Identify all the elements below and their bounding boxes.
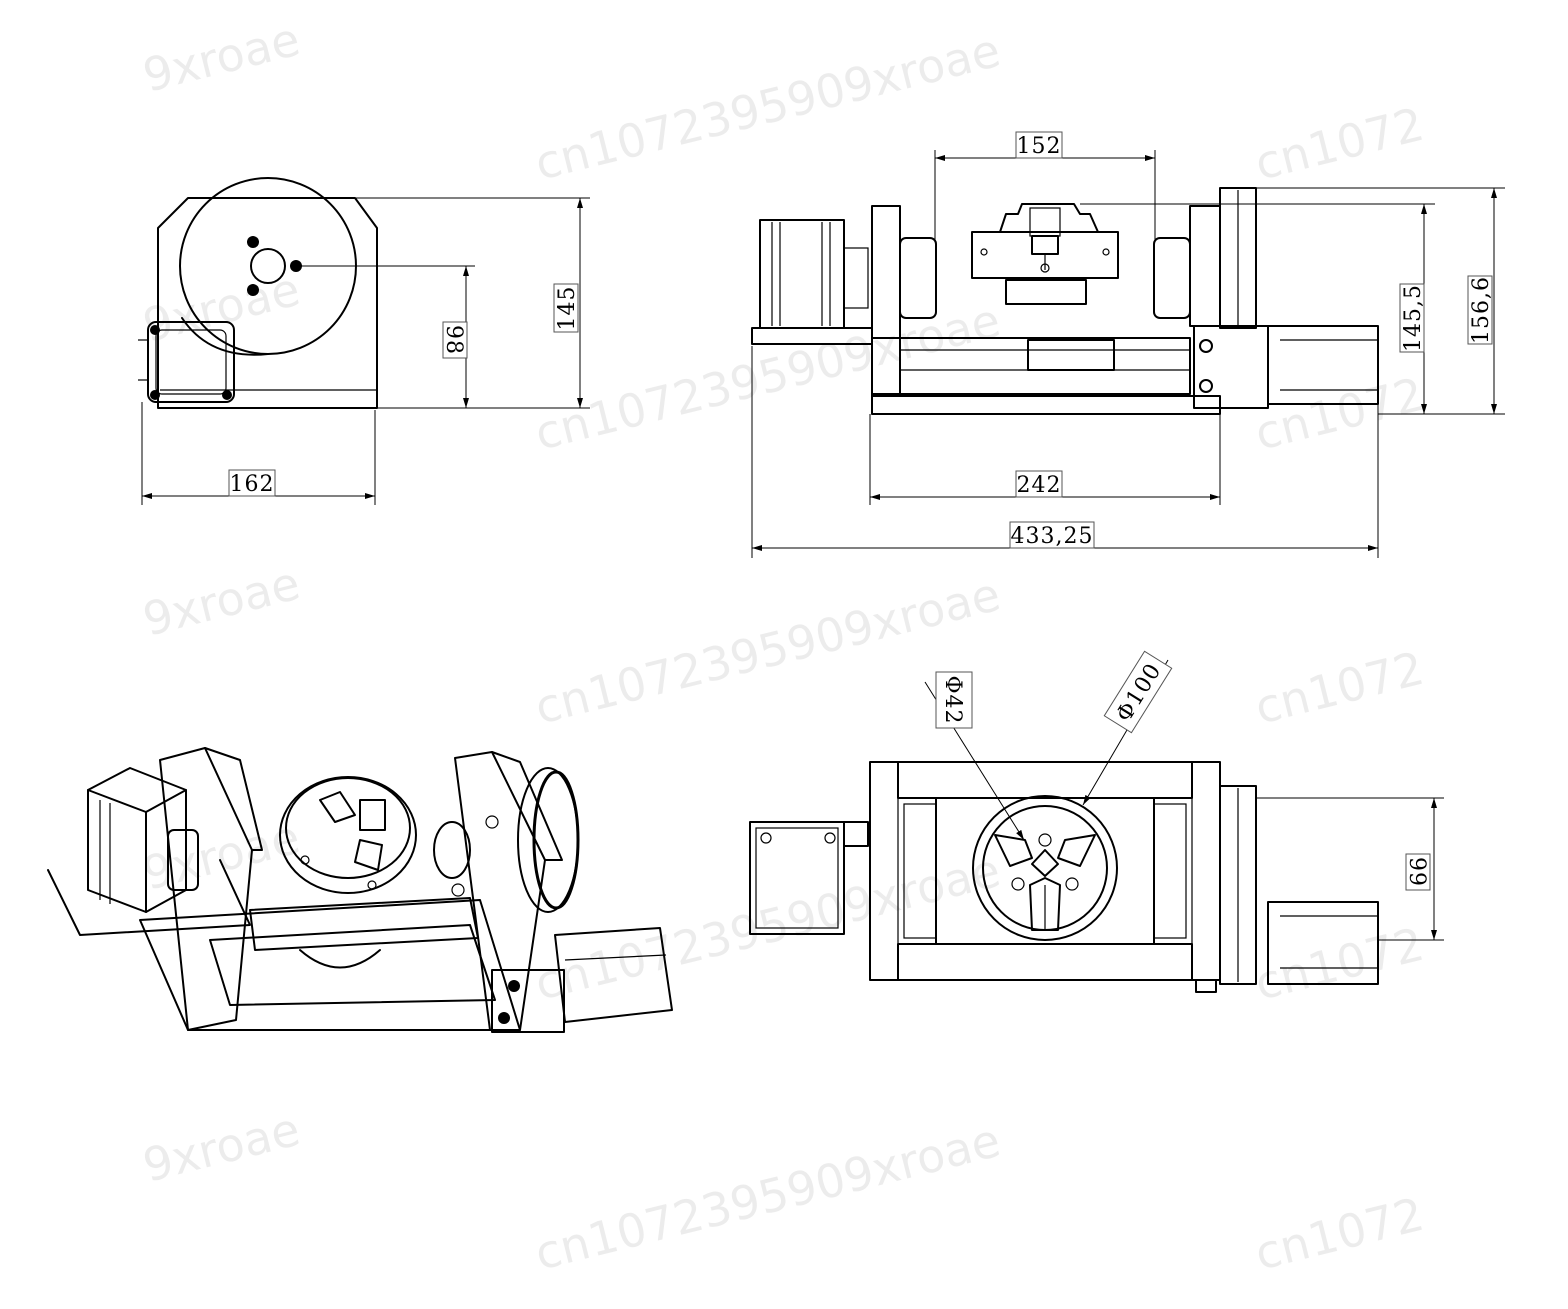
- svg-text:Φ42: Φ42: [940, 675, 965, 724]
- svg-text:cn1072: cn1072: [1250, 1187, 1429, 1281]
- svg-text:cn1072: cn1072: [1250, 367, 1429, 461]
- dim-label-152: 152: [1015, 131, 1063, 159]
- svg-text:cn1072395909xroae: cn1072395909xroae: [530, 567, 1006, 735]
- dim-label-162: 162: [228, 469, 276, 497]
- side-view: [138, 177, 378, 409]
- dim-label-145-5: 145,5: [1399, 283, 1426, 353]
- svg-text:cn1072: cn1072: [1250, 97, 1429, 191]
- svg-text:cn1072395909xroae: cn1072395909xroae: [530, 1113, 1006, 1281]
- svg-text:cn1072: cn1072: [1250, 917, 1429, 1011]
- svg-text:99: 99: [1404, 857, 1429, 887]
- svg-text:433,25: 433,25: [1011, 524, 1094, 549]
- dim-label-145: 145: [553, 283, 580, 333]
- svg-text:242: 242: [1017, 473, 1062, 498]
- svg-text:145: 145: [555, 286, 580, 331]
- side-view-dimensions: [141, 197, 590, 505]
- dim-label-99: 99: [1404, 853, 1431, 891]
- svg-text:cn1072395909xroae: cn1072395909xroae: [530, 23, 1006, 191]
- svg-text:cn1072: cn1072: [1250, 641, 1429, 735]
- dim-label-433-25: 433,25: [1009, 521, 1095, 549]
- svg-text:156,6: 156,6: [1469, 276, 1494, 344]
- dim-label-98: 98: [441, 321, 468, 359]
- svg-text:9xroae: 9xroae: [138, 810, 305, 901]
- svg-text:9xroae: 9xroae: [138, 262, 305, 353]
- dim-label-dia-42: Φ42: [935, 671, 973, 729]
- svg-text:162: 162: [230, 472, 275, 497]
- dim-label-156-6: 156,6: [1467, 275, 1494, 345]
- dim-label-242: 242: [1015, 470, 1063, 498]
- top-view: [749, 761, 1379, 993]
- svg-text:9xroae: 9xroae: [138, 1102, 305, 1193]
- svg-text:9xroae: 9xroae: [138, 12, 305, 103]
- isometric-view: [47, 747, 673, 1033]
- svg-text:9xroae: 9xroae: [138, 556, 305, 647]
- svg-text:98: 98: [441, 325, 466, 355]
- svg-text:cn1072395909xroae: cn1072395909xroae: [530, 843, 1006, 1011]
- svg-text:152: 152: [1017, 134, 1062, 159]
- watermarks: 9xroae cn1072395909xroae cn1072 9xroae c…: [138, 12, 1429, 1281]
- svg-text:145,5: 145,5: [1401, 284, 1426, 352]
- dim-label-dia-100: Φ100: [1103, 650, 1173, 734]
- front-view: [751, 187, 1379, 415]
- svg-text:cn1072395909xroae: cn1072395909xroae: [530, 293, 1006, 461]
